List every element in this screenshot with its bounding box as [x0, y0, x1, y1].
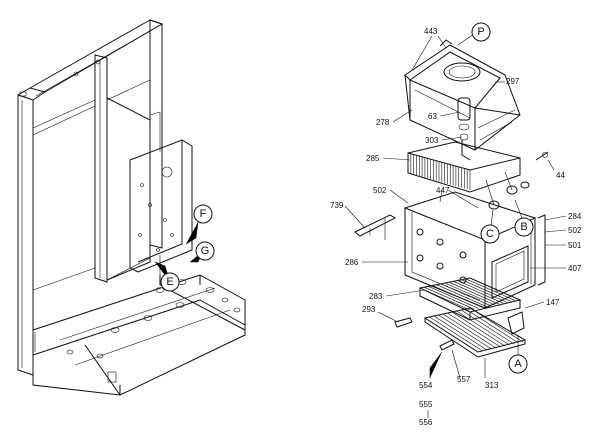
part-number-303: 303 — [425, 136, 439, 145]
svg-text:E: E — [166, 276, 173, 288]
part-number-554: 554 — [419, 381, 433, 390]
part-number-286: 286 — [345, 258, 359, 267]
part-number-501: 501 — [568, 241, 582, 250]
part-number-407: 407 — [568, 264, 582, 273]
part-number-557: 557 — [457, 375, 471, 384]
svg-text:P: P — [477, 26, 484, 38]
callout-e: E — [160, 272, 180, 292]
part-number-739: 739 — [330, 201, 344, 210]
heat-exchanger-fins — [407, 141, 549, 210]
svg-text:F: F — [200, 208, 207, 220]
part-number-293: 293 — [362, 305, 376, 314]
svg-text:C: C — [486, 228, 494, 240]
callout-g: G — [195, 241, 215, 261]
bracket — [354, 214, 397, 240]
part-number-283: 283 — [369, 292, 383, 301]
callout-a: A — [508, 354, 528, 374]
part-number-502-left: 502 — [373, 186, 387, 195]
part-number-63: 63 — [428, 112, 437, 121]
part-number-278: 278 — [376, 118, 390, 127]
callout-f: F — [193, 204, 213, 224]
combustion-chamber — [403, 191, 546, 309]
part-number-555: 555 — [419, 400, 433, 409]
part-number-447: 447 — [436, 186, 450, 195]
part-number-147: 147 — [546, 298, 560, 307]
part-number-297: 297 — [506, 77, 520, 86]
callout-b: B — [514, 217, 534, 237]
svg-text:A: A — [514, 358, 522, 370]
mounting-plate — [129, 111, 193, 275]
part-number-44: 44 — [556, 171, 565, 180]
part-number-556: 556 — [419, 418, 433, 427]
part-number-284: 284 — [568, 212, 582, 221]
part-number-285: 285 — [366, 154, 380, 163]
svg-text:B: B — [520, 221, 527, 233]
burner-assembly — [418, 277, 522, 321]
callout-c: C — [480, 224, 500, 244]
leader-lines — [154, 33, 567, 418]
gas-manifold — [394, 307, 527, 358]
callout-p: P — [471, 22, 491, 42]
part-number-443: 443 — [424, 27, 438, 36]
svg-text:G: G — [201, 245, 210, 257]
fan-hood-assembly — [404, 39, 521, 161]
boiler-frame — [17, 19, 246, 396]
part-number-313: 313 — [485, 381, 499, 390]
part-number-502-right: 502 — [568, 226, 582, 235]
